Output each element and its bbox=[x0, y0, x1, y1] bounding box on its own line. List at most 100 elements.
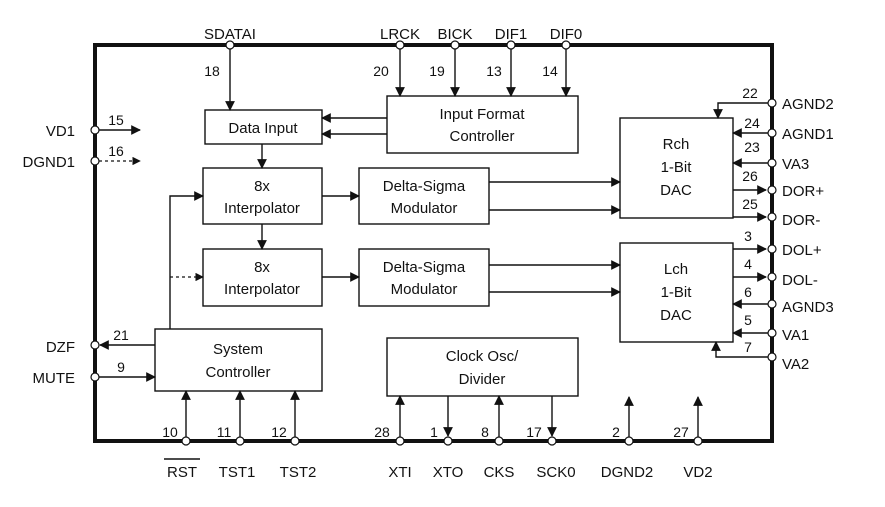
svg-text:VA3: VA3 bbox=[782, 156, 809, 173]
svg-text:7: 7 bbox=[744, 339, 752, 355]
svg-text:26: 26 bbox=[742, 168, 758, 184]
data-input-block: Data Input bbox=[204, 109, 323, 145]
svg-text:28: 28 bbox=[374, 424, 390, 440]
svg-text:AGND1: AGND1 bbox=[782, 126, 834, 143]
svg-text:Delta-Sigma: Delta-Sigma bbox=[383, 259, 466, 276]
pin-vd2: 27 VD2 bbox=[673, 396, 713, 481]
svg-text:Modulator: Modulator bbox=[391, 200, 458, 217]
svg-text:Clock Osc/: Clock Osc/ bbox=[446, 348, 519, 365]
svg-text:Controller: Controller bbox=[205, 364, 270, 381]
svg-text:Rch: Rch bbox=[663, 136, 690, 153]
pin-bick: BICK 19 bbox=[429, 26, 473, 97]
svg-text:DOR-: DOR- bbox=[782, 212, 820, 229]
svg-text:Interpolator: Interpolator bbox=[224, 200, 300, 217]
chip-outline bbox=[93, 43, 774, 443]
svg-text:5: 5 bbox=[744, 312, 752, 328]
svg-text:20: 20 bbox=[373, 63, 389, 79]
interpolator-bottom-block: 8x Interpolator bbox=[202, 248, 323, 307]
pin-va1: VA1 5 bbox=[732, 312, 809, 344]
svg-text:AGND3: AGND3 bbox=[782, 299, 834, 316]
svg-text:LRCK: LRCK bbox=[380, 26, 420, 43]
svg-text:XTI: XTI bbox=[388, 464, 411, 481]
svg-text:Input Format: Input Format bbox=[439, 106, 525, 123]
svg-text:19: 19 bbox=[429, 63, 445, 79]
pin-agnd3: AGND3 6 bbox=[732, 284, 834, 316]
svg-text:21: 21 bbox=[113, 327, 129, 343]
pin-lrck: LRCK 20 bbox=[373, 26, 420, 97]
svg-text:16: 16 bbox=[108, 143, 124, 159]
svg-text:Divider: Divider bbox=[459, 371, 506, 388]
svg-text:System: System bbox=[213, 341, 263, 358]
pin-rst: 10 RST bbox=[162, 390, 200, 481]
svg-text:TST2: TST2 bbox=[280, 464, 317, 481]
svg-text:DZF: DZF bbox=[46, 339, 75, 356]
svg-text:Interpolator: Interpolator bbox=[224, 281, 300, 298]
svg-text:VD1: VD1 bbox=[46, 123, 75, 140]
pin-agnd2: AGND2 22 bbox=[713, 85, 834, 119]
pin-dol-plus: DOL+ 3 bbox=[733, 228, 822, 259]
system-controller-block: System Controller bbox=[154, 328, 323, 392]
svg-text:XTO: XTO bbox=[433, 464, 464, 481]
svg-text:9: 9 bbox=[117, 359, 125, 375]
svg-text:DGND2: DGND2 bbox=[601, 464, 654, 481]
svg-text:TST1: TST1 bbox=[219, 464, 256, 481]
interpolator-top-block: 8x Interpolator bbox=[202, 167, 323, 225]
svg-text:BICK: BICK bbox=[437, 26, 472, 43]
pin-tst1: 11 TST1 bbox=[217, 390, 256, 481]
pin-dgnd2: 2 DGND2 bbox=[601, 396, 654, 481]
svg-text:15: 15 bbox=[108, 112, 124, 128]
svg-text:Delta-Sigma: Delta-Sigma bbox=[383, 178, 466, 195]
svg-text:CKS: CKS bbox=[484, 464, 515, 481]
svg-text:SCK0: SCK0 bbox=[536, 464, 575, 481]
pin-dor-minus: DOR- 25 bbox=[733, 196, 820, 229]
svg-text:17: 17 bbox=[526, 424, 542, 440]
svg-text:4: 4 bbox=[744, 256, 752, 272]
delta-sigma-top-block: Delta-Sigma Modulator bbox=[358, 167, 490, 225]
pin-xto: 1 XTO bbox=[430, 396, 463, 481]
svg-text:DIF1: DIF1 bbox=[495, 26, 528, 43]
svg-text:11: 11 bbox=[217, 424, 232, 440]
svg-text:AGND2: AGND2 bbox=[782, 96, 834, 113]
pin-dzf: DZF 21 bbox=[46, 327, 155, 356]
pin-agnd1: AGND1 24 bbox=[732, 115, 834, 143]
svg-text:8x: 8x bbox=[254, 259, 270, 276]
svg-text:2: 2 bbox=[612, 424, 620, 440]
svg-text:DOL+: DOL+ bbox=[782, 242, 822, 259]
svg-text:1-Bit: 1-Bit bbox=[661, 284, 693, 301]
lch-dac-block: Lch 1-Bit DAC bbox=[619, 242, 734, 343]
svg-text:24: 24 bbox=[744, 115, 760, 131]
pin-dif1: DIF1 13 bbox=[486, 26, 528, 97]
pin-va2: VA2 7 bbox=[711, 339, 809, 373]
svg-text:MUTE: MUTE bbox=[33, 370, 76, 387]
pin-tst2: 12 TST2 bbox=[271, 390, 317, 481]
svg-text:8: 8 bbox=[481, 424, 489, 440]
svg-text:18: 18 bbox=[204, 63, 220, 79]
svg-text:VA1: VA1 bbox=[782, 327, 809, 344]
pin-xti: 28 XTI bbox=[374, 395, 412, 481]
pin-vd1: VD1 15 bbox=[46, 112, 141, 140]
svg-text:VA2: VA2 bbox=[782, 356, 809, 373]
svg-text:23: 23 bbox=[744, 139, 760, 155]
svg-text:6: 6 bbox=[744, 284, 752, 300]
svg-text:RST: RST bbox=[167, 464, 197, 481]
pin-dif0: DIF0 14 bbox=[542, 26, 583, 97]
svg-text:1: 1 bbox=[430, 424, 438, 440]
svg-text:DOR+: DOR+ bbox=[782, 183, 824, 200]
svg-text:12: 12 bbox=[271, 424, 287, 440]
rch-dac-block: Rch 1-Bit DAC bbox=[619, 117, 734, 219]
pin-sdatai: SDATAI 18 bbox=[204, 26, 256, 111]
delta-sigma-bottom-block: Delta-Sigma Modulator bbox=[358, 248, 490, 307]
pin-mute: MUTE 9 bbox=[33, 359, 156, 387]
svg-text:13: 13 bbox=[486, 63, 502, 79]
svg-text:14: 14 bbox=[542, 63, 558, 79]
svg-text:DAC: DAC bbox=[660, 182, 692, 199]
svg-text:DIF0: DIF0 bbox=[550, 26, 583, 43]
svg-text:8x: 8x bbox=[254, 178, 270, 195]
svg-text:SDATAI: SDATAI bbox=[204, 26, 256, 43]
data-input-label: Data Input bbox=[228, 120, 298, 137]
svg-text:10: 10 bbox=[162, 424, 178, 440]
svg-text:1-Bit: 1-Bit bbox=[661, 159, 693, 176]
input-format-controller-block: Input Format Controller bbox=[386, 95, 579, 154]
svg-text:DAC: DAC bbox=[660, 307, 692, 324]
